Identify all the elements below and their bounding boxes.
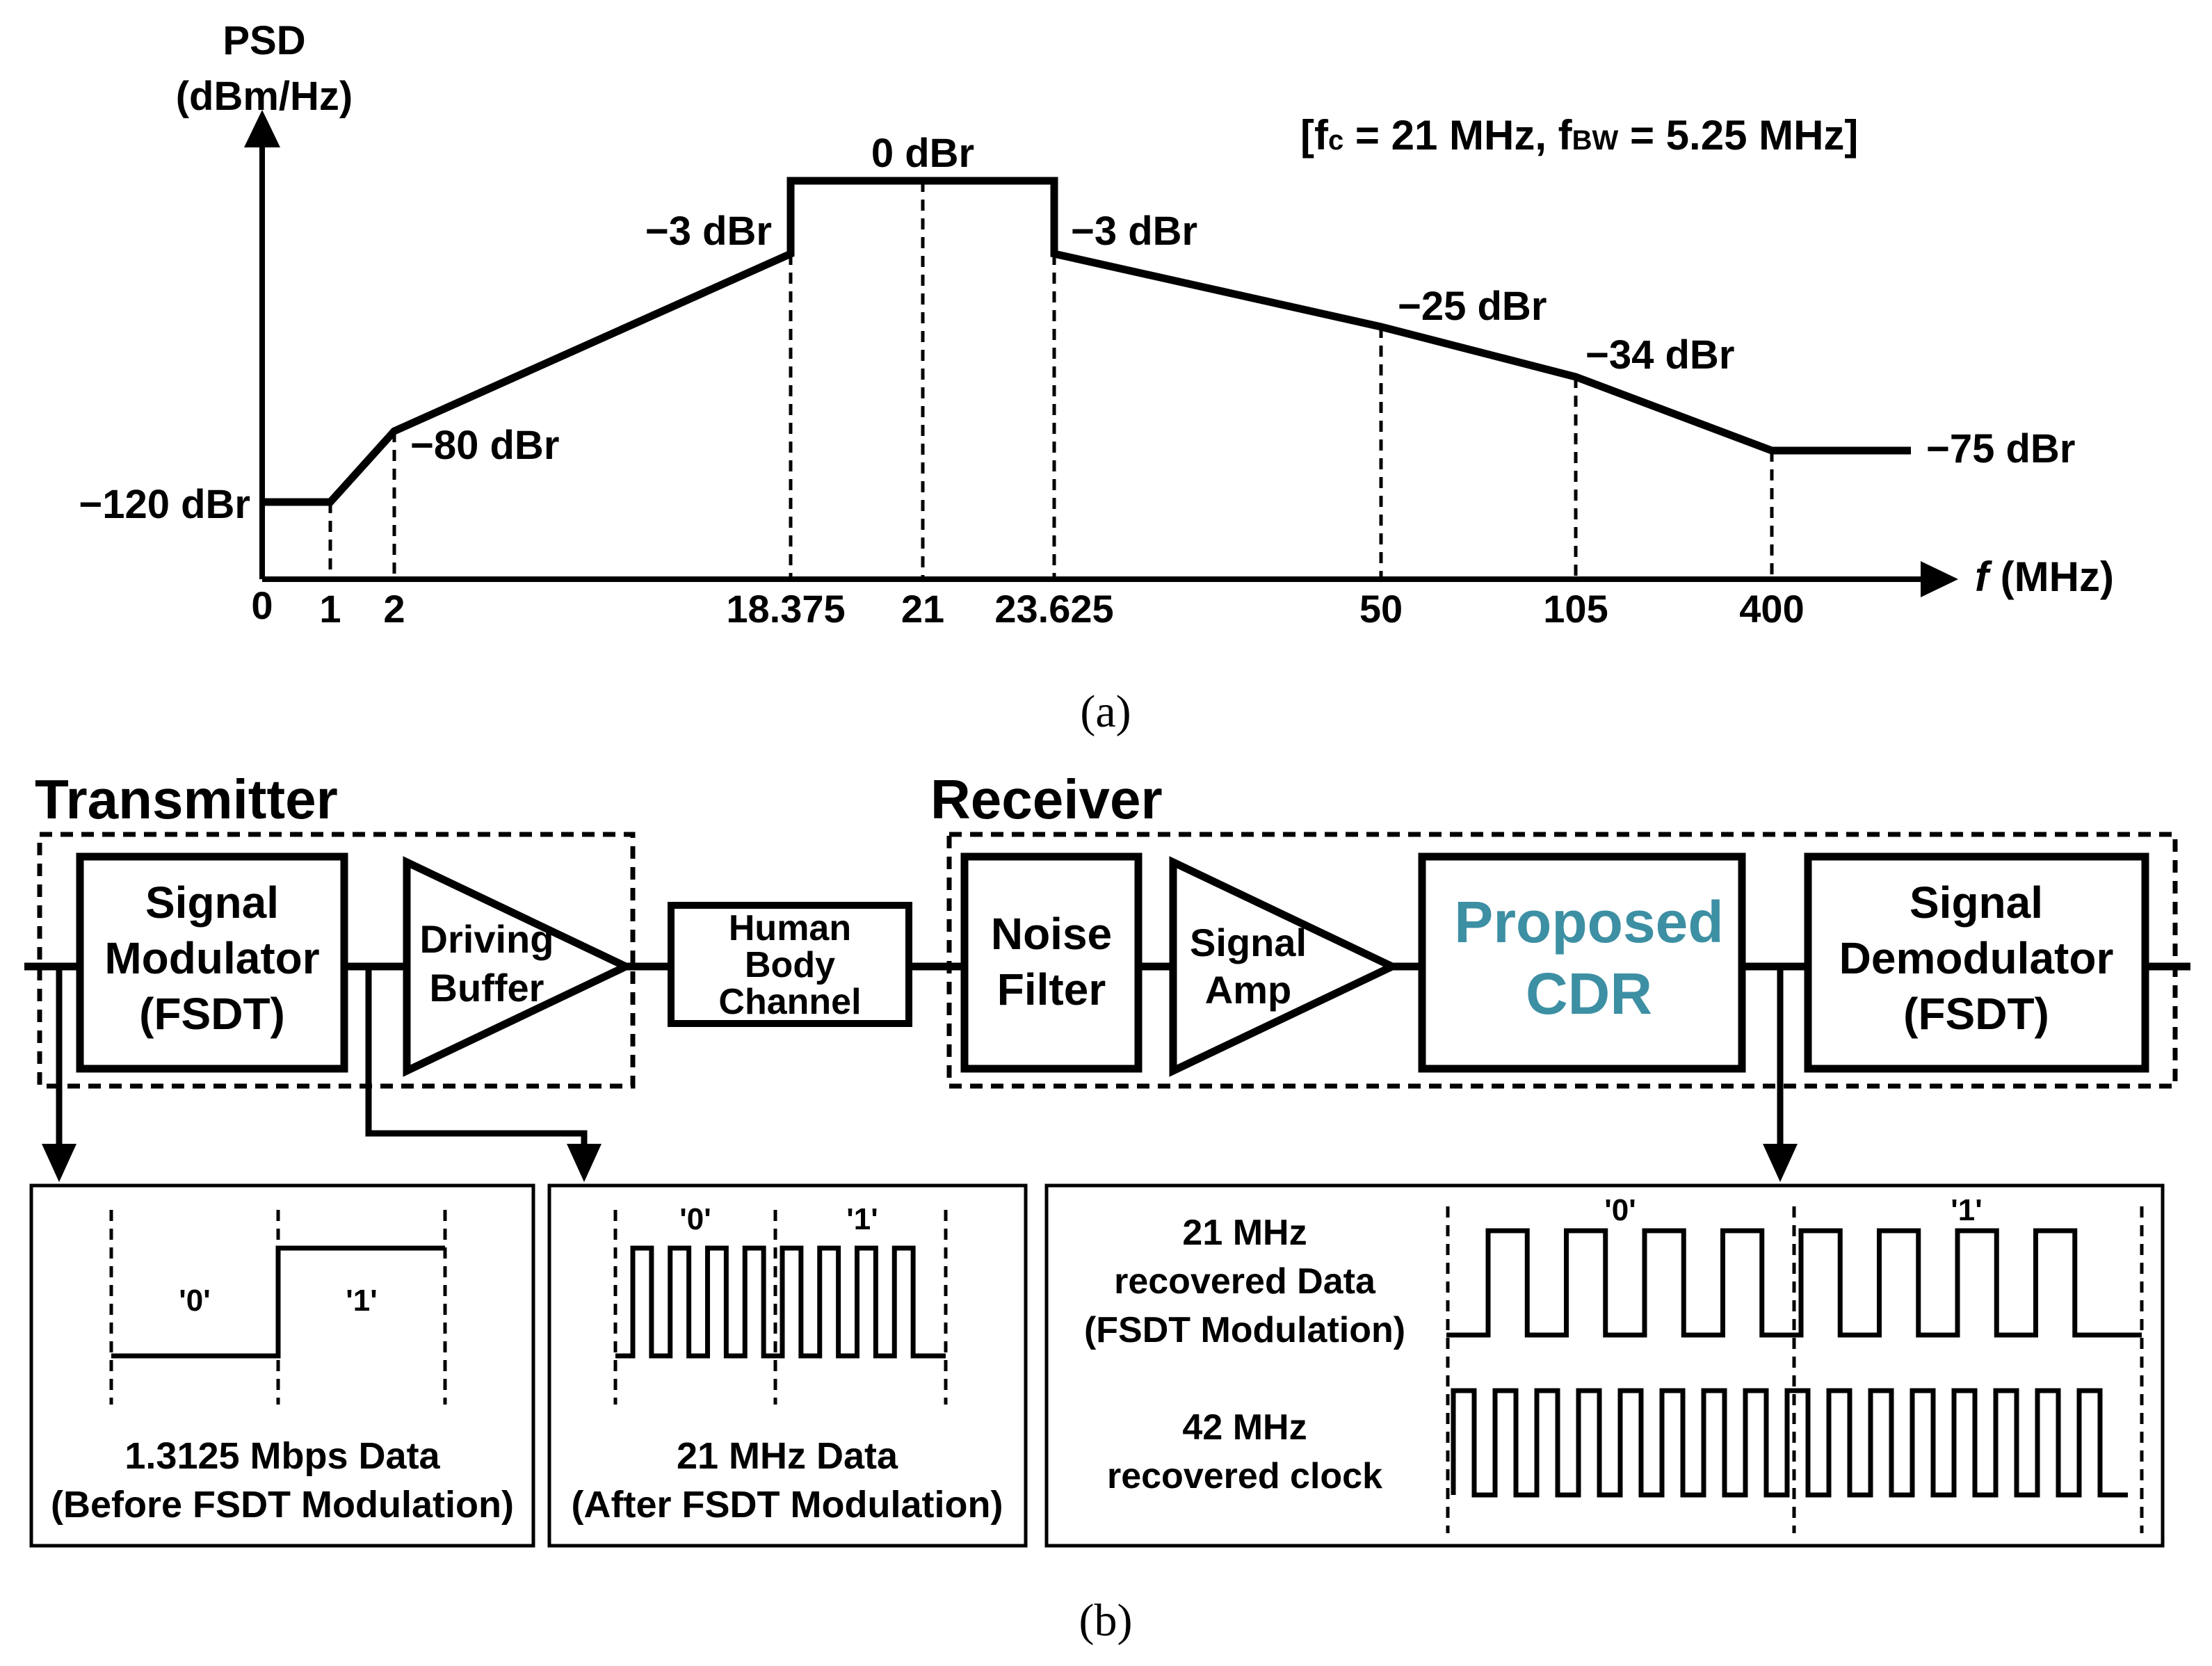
system-block-diagram: Transmitter Receiver Signal Modulator (F… [24, 768, 2190, 1182]
x-tick-1: 1 [319, 587, 341, 631]
signal-modulator-label-3: (FSDT) [139, 989, 285, 1039]
human-body-channel-label-2: Body [745, 945, 835, 985]
psd-mask-chart: PSD (dBm/Hz) f (MHz) [fc = 21 MHz, fBW =… [79, 18, 2114, 631]
caption-a: (a) [1080, 686, 1131, 737]
signal-demodulator-label-2: Demodulator [1839, 933, 2114, 983]
signal-demodulator-block [1804, 852, 2149, 1073]
param-fc-subscript: c [1328, 125, 1343, 156]
noise-filter-label-1: Noise [991, 909, 1112, 959]
signal-modulator-label-2: Modulator [104, 933, 319, 983]
level-label-minus3-right: −3 dBr [1071, 209, 1197, 254]
psd-mask-line [262, 177, 1911, 506]
x-axis-label-unit: (MHz) [1989, 553, 2114, 600]
parameter-label: [fc = 21 MHz, fBW = 5.25 MHz] [1300, 112, 1858, 159]
panel2-frame [547, 1183, 1028, 1548]
level-label-0: 0 dBr [871, 131, 974, 176]
driving-buffer-label-2: Buffer [430, 966, 544, 1010]
panel2-bit1-label: '1' [846, 1202, 878, 1236]
panel2-caption-line2: (After FSDT Modulation) [572, 1484, 1003, 1526]
param-prefix: [f [1300, 112, 1329, 159]
signal-amp-label-1: Signal [1190, 921, 1307, 964]
panel1-caption-line1: 1.3125 Mbps Data [124, 1435, 440, 1477]
signal-modulator-block [76, 852, 348, 1073]
y-axis-label-line2: (dBm/Hz) [176, 74, 353, 119]
tap-arrow-after-modulation-head [567, 1144, 602, 1182]
panel1-bit0-label: '0' [179, 1284, 210, 1318]
panel3-frame [1044, 1183, 2165, 1548]
panel1-data-waveform [111, 1245, 445, 1359]
panel2-bit0-label: '0' [679, 1202, 711, 1236]
y-axis-label-line1: PSD [223, 18, 305, 63]
receiver-group [946, 832, 2178, 1089]
human-body-channel-label-3: Channel [718, 982, 861, 1022]
proposed-cdr-label-2: CDR [1526, 961, 1652, 1026]
panel3-clock-label-2: recovered clock [1107, 1456, 1382, 1496]
panel3-bit0-label: '0' [1604, 1193, 1636, 1227]
waveform-panel-after-modulation: '0' '1' 21 MHz Data (After FSDT Modulati… [547, 1183, 1028, 1548]
level-label-minus3-left: −3 dBr [645, 209, 772, 254]
level-label-minus80: −80 dBr [410, 423, 559, 468]
level-label-minus34: −34 dBr [1585, 332, 1734, 378]
panel1-caption-line2: (Before FSDT Modulation) [51, 1484, 514, 1526]
level-label-minus120: −120 dBr [79, 482, 250, 527]
x-tick-21: 21 [901, 587, 944, 631]
param-mid: = 21 MHz, f [1343, 112, 1572, 159]
x-axis-label: f (MHz) [1975, 553, 2114, 600]
level-label-minus25: −25 dBr [1398, 284, 1547, 329]
noise-filter-block [960, 852, 1143, 1073]
x-tick-400: 400 [1739, 587, 1804, 631]
signal-demodulator-label-1: Signal [1910, 878, 2043, 928]
panel2-data-waveform [615, 1245, 946, 1359]
panel3-data-label-1: 21 MHz [1182, 1213, 1307, 1253]
tap-arrow-after-modulation [365, 967, 588, 1151]
level-label-minus75: −75 dBr [1926, 426, 2075, 471]
proposed-cdr-label-1: Proposed [1454, 889, 1723, 955]
signal-demodulator-label-3: (FSDT) [1903, 989, 2049, 1039]
param-bw-subscript: BW [1572, 125, 1619, 156]
param-suffix: = 5.25 MHz] [1618, 112, 1858, 159]
transmitter-group [37, 832, 636, 1089]
x-tick-105: 105 [1543, 587, 1608, 631]
signal-amp-label-2: Amp [1205, 968, 1291, 1012]
waveform-panel-before-modulation: '0' '1' 1.3125 Mbps Data (Before FSDT Mo… [29, 1183, 535, 1548]
y-axis-arrowhead [244, 110, 280, 147]
panel3-bit1-label: '1' [1951, 1193, 1982, 1227]
human-body-channel-block [668, 902, 912, 1027]
caption-b: (b) [1079, 1595, 1133, 1646]
driving-buffer-triangle [403, 856, 635, 1077]
panel2-caption-line1: 21 MHz Data [677, 1435, 898, 1477]
x-tick-2: 2 [383, 587, 405, 631]
signal-amp-triangle [1169, 856, 1401, 1077]
x-axis-arrowhead [1921, 561, 1958, 597]
panel1-frame [29, 1183, 535, 1548]
x-tick-0: 0 [251, 583, 273, 627]
panel3-clock-label-1: 42 MHz [1182, 1407, 1307, 1448]
noise-filter-label-2: Filter [997, 964, 1106, 1014]
x-tick-18375: 18.375 [726, 587, 845, 631]
panel3-recovered-data-waveform [1446, 1228, 2142, 1338]
x-tick-50: 50 [1359, 587, 1403, 631]
signal-modulator-label-1: Signal [145, 878, 279, 928]
panel3-data-label-2: recovered Data [1114, 1261, 1376, 1302]
human-body-channel-label-1: Human [729, 908, 851, 948]
proposed-cdr-block [1418, 852, 1746, 1073]
panel3-recovered-clock-waveform [1451, 1388, 2128, 1498]
waveform-panel-recovered: '0' '1' 21 MHz recovered Data (FSDT Modu… [1044, 1183, 2165, 1548]
tap-arrow-recovered-head [1763, 1144, 1798, 1182]
panel3-data-label-3: (FSDT Modulation) [1084, 1310, 1405, 1350]
receiver-title: Receiver [930, 768, 1163, 830]
panel1-bit1-label: '1' [346, 1284, 377, 1318]
tap-arrow-before-modulation-head [42, 1144, 76, 1182]
x-tick-23625: 23.625 [994, 587, 1113, 631]
transmitter-title: Transmitter [35, 768, 338, 830]
driving-buffer-label-1: Driving [420, 917, 554, 961]
